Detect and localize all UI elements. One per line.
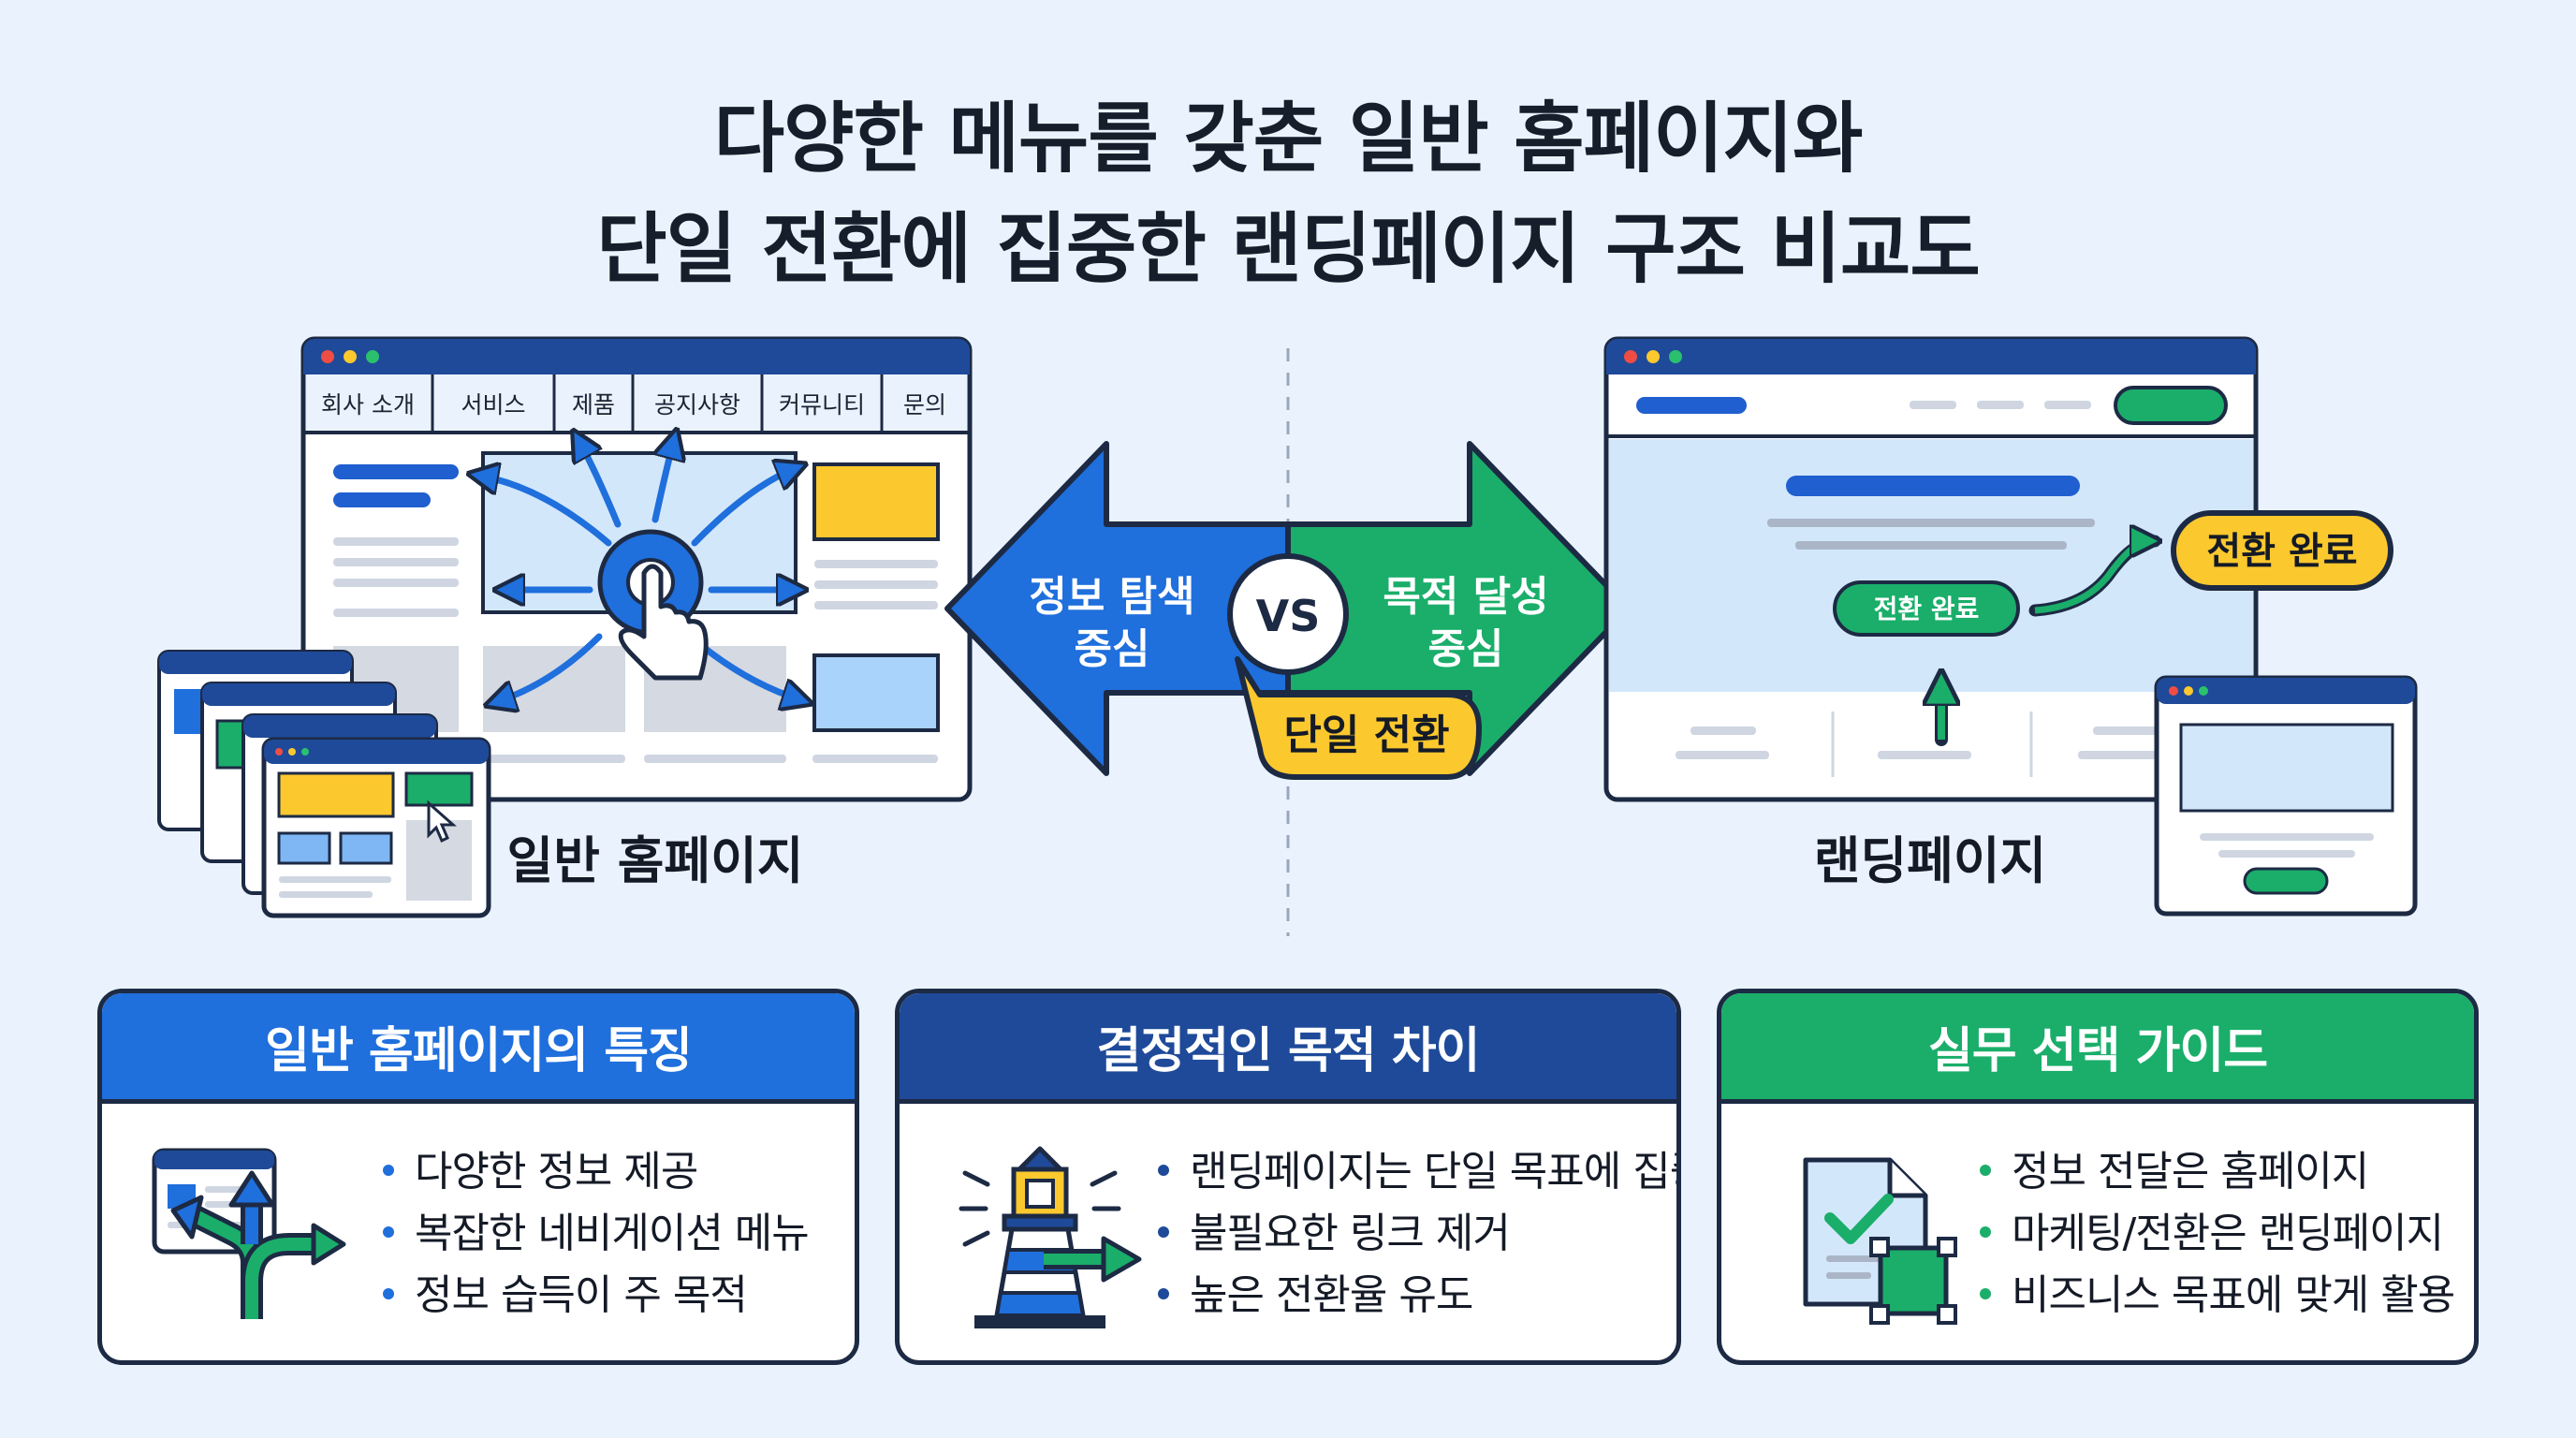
lighthouse-icon (959, 1146, 1142, 1328)
menu-item-community[interactable]: 커뮤니티 (779, 391, 865, 418)
homepage-window: 회사 소개 서비스 제품 공지사항 커뮤니티 문의 (300, 336, 973, 802)
right-arrow-text-2: 중심 (1428, 625, 1504, 673)
card-homepage-features-header: 일반 홈페이지의 특징 (102, 993, 855, 1104)
list-item: 마케팅/전환은 랜딩페이지 (1980, 1203, 2454, 1265)
card-purpose-difference-list: 랜딩페이지는 단일 목표에 집중 불필요한 링크 제거 높은 전환율 유도 (1158, 1141, 1676, 1327)
list-item: 높은 전환율 유도 (1158, 1265, 1676, 1327)
right-arrow-text-1: 목적 달성 (1383, 573, 1548, 621)
landing-label: 랜딩페이지 (1814, 831, 2046, 890)
single-conversion-bubble (1235, 656, 1482, 780)
conversion-result-text: 전환 완료 (2206, 530, 2357, 573)
landing-window: 전환 완료 전환 완료 (1603, 336, 2393, 802)
card-purpose-difference-header: 결정적인 목적 차이 (900, 993, 1676, 1104)
card-title: 일반 홈페이지의 특징 (265, 1023, 693, 1079)
card-purpose-difference: 결정적인 목적 차이 랜딩페이지는 단일 목표에 집중 불필요한 링크 제거 높… (895, 989, 1681, 1365)
list-item: 복잡한 네비게이션 메뉴 (383, 1203, 810, 1265)
card-title: 결정적인 목적 차이 (1096, 1023, 1481, 1079)
list-item: 랜딩페이지는 단일 목표에 집중 (1158, 1141, 1676, 1203)
left-arrow-text-2: 중심 (1075, 625, 1150, 673)
card-homepage-features-list: 다양한 정보 제공 복잡한 네비게이션 메뉴 정보 습득이 주 목적 (383, 1141, 810, 1327)
menu-item-notice[interactable]: 공지사항 (654, 391, 740, 418)
homepage-label: 일반 홈페이지 (507, 831, 804, 890)
cta-button-label: 전환 완료 (1874, 594, 1980, 624)
menu-item-contact[interactable]: 문의 (903, 391, 946, 418)
comparison-diagram: 회사 소개 서비스 제품 공지사항 커뮤니티 문의 (157, 336, 2418, 936)
list-item: 불필요한 링크 제거 (1158, 1203, 1676, 1265)
list-item: 비즈니스 목표에 맞게 활용 (1980, 1265, 2455, 1327)
pointer-hand-icon (618, 564, 709, 681)
list-item: 정보 습득이 주 목적 (383, 1265, 809, 1327)
card-title: 실무 선택 가이드 (1927, 1023, 2268, 1079)
left-arrow-text-1: 정보 탐색 (1029, 573, 1194, 621)
title-line-1: 다양한 메뉴를 갖춘 일반 홈페이지와 (713, 95, 1864, 183)
page-title: 다양한 메뉴를 갖춘 일반 홈페이지와 단일 전환에 집중한 랜딩페이지 구조 … (0, 84, 2576, 305)
single-conversion-text: 단일 전환 (1283, 712, 1449, 759)
list-item: 다양한 정보 제공 (383, 1141, 809, 1203)
vs-badge (1227, 553, 1349, 675)
card-selection-guide-header: 실무 선택 가이드 (1721, 993, 2474, 1104)
document-check-icon (1803, 1157, 1957, 1325)
menu-item-service[interactable]: 서비스 (461, 391, 525, 418)
conversion-result-bubble (2171, 510, 2393, 591)
mini-landing-page-icon (2154, 675, 2418, 917)
title-line-2: 단일 전환에 집중한 랜딩페이지 구조 비교도 (596, 205, 1981, 294)
cta-button[interactable] (1833, 580, 2020, 637)
card-selection-guide: 실무 선택 가이드 정보 전달은 홈페이지 마케팅/전환은 랜딩페이지 비즈니스… (1717, 989, 2479, 1365)
card-homepage-features: 일반 홈페이지의 특징 다양한 정보 제공 복잡한 네비게이션 메뉴 정보 습득… (97, 989, 859, 1365)
double-arrow: 정보 탐색 중심 목적 달성 중심 VS 단일 전환 (944, 441, 1632, 780)
card-selection-guide-list: 정보 전달은 홈페이지 마케팅/전환은 랜딩페이지 비즈니스 목표에 맞게 활용 (1980, 1141, 2455, 1327)
vs-text: VS (1256, 591, 1321, 641)
list-item: 정보 전달은 홈페이지 (1980, 1141, 2454, 1203)
menu-item-about[interactable]: 회사 소개 (321, 391, 415, 418)
stacked-pages-icon (157, 650, 491, 918)
navigation-branch-icon (152, 1148, 346, 1319)
menu-item-product[interactable]: 제품 (572, 391, 615, 418)
cursor-icon (427, 800, 457, 844)
